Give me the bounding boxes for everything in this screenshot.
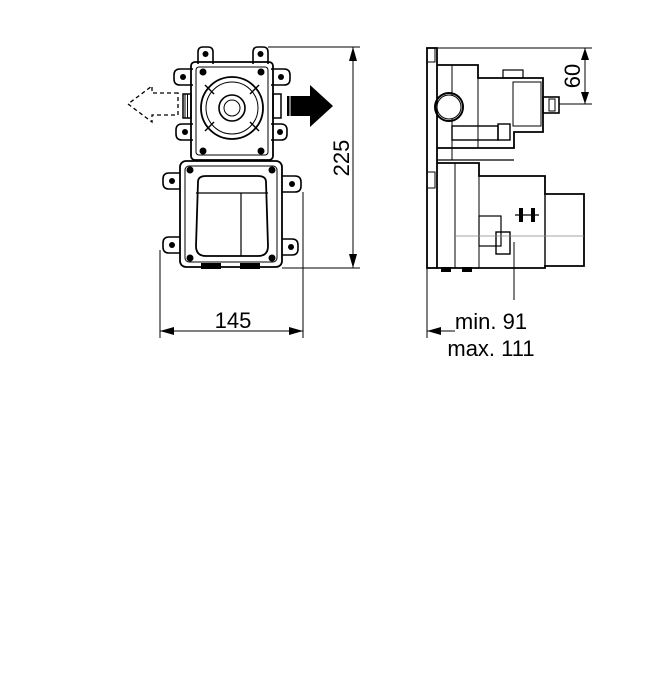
side-view: 60 min. 91 max. 111	[426, 47, 592, 361]
upper-valve-body	[173, 46, 291, 161]
height-label: 225	[329, 140, 354, 177]
top-depth-dimension: 60	[437, 47, 592, 105]
front-view: 145 225	[126, 46, 360, 338]
depth-max-label: max. 111	[447, 336, 534, 361]
installation-depth-dimension: min. 91 max. 111	[426, 242, 535, 361]
top-depth-label: 60	[560, 64, 585, 88]
width-label: 145	[215, 308, 252, 333]
depth-min-label: min. 91	[455, 309, 527, 334]
solid-right-arrow-icon	[287, 85, 333, 127]
width-dimension: 145	[159, 192, 304, 338]
height-dimension: 225	[268, 46, 360, 269]
lower-valve-body	[162, 160, 302, 269]
dashed-left-arrow-icon	[126, 84, 179, 124]
